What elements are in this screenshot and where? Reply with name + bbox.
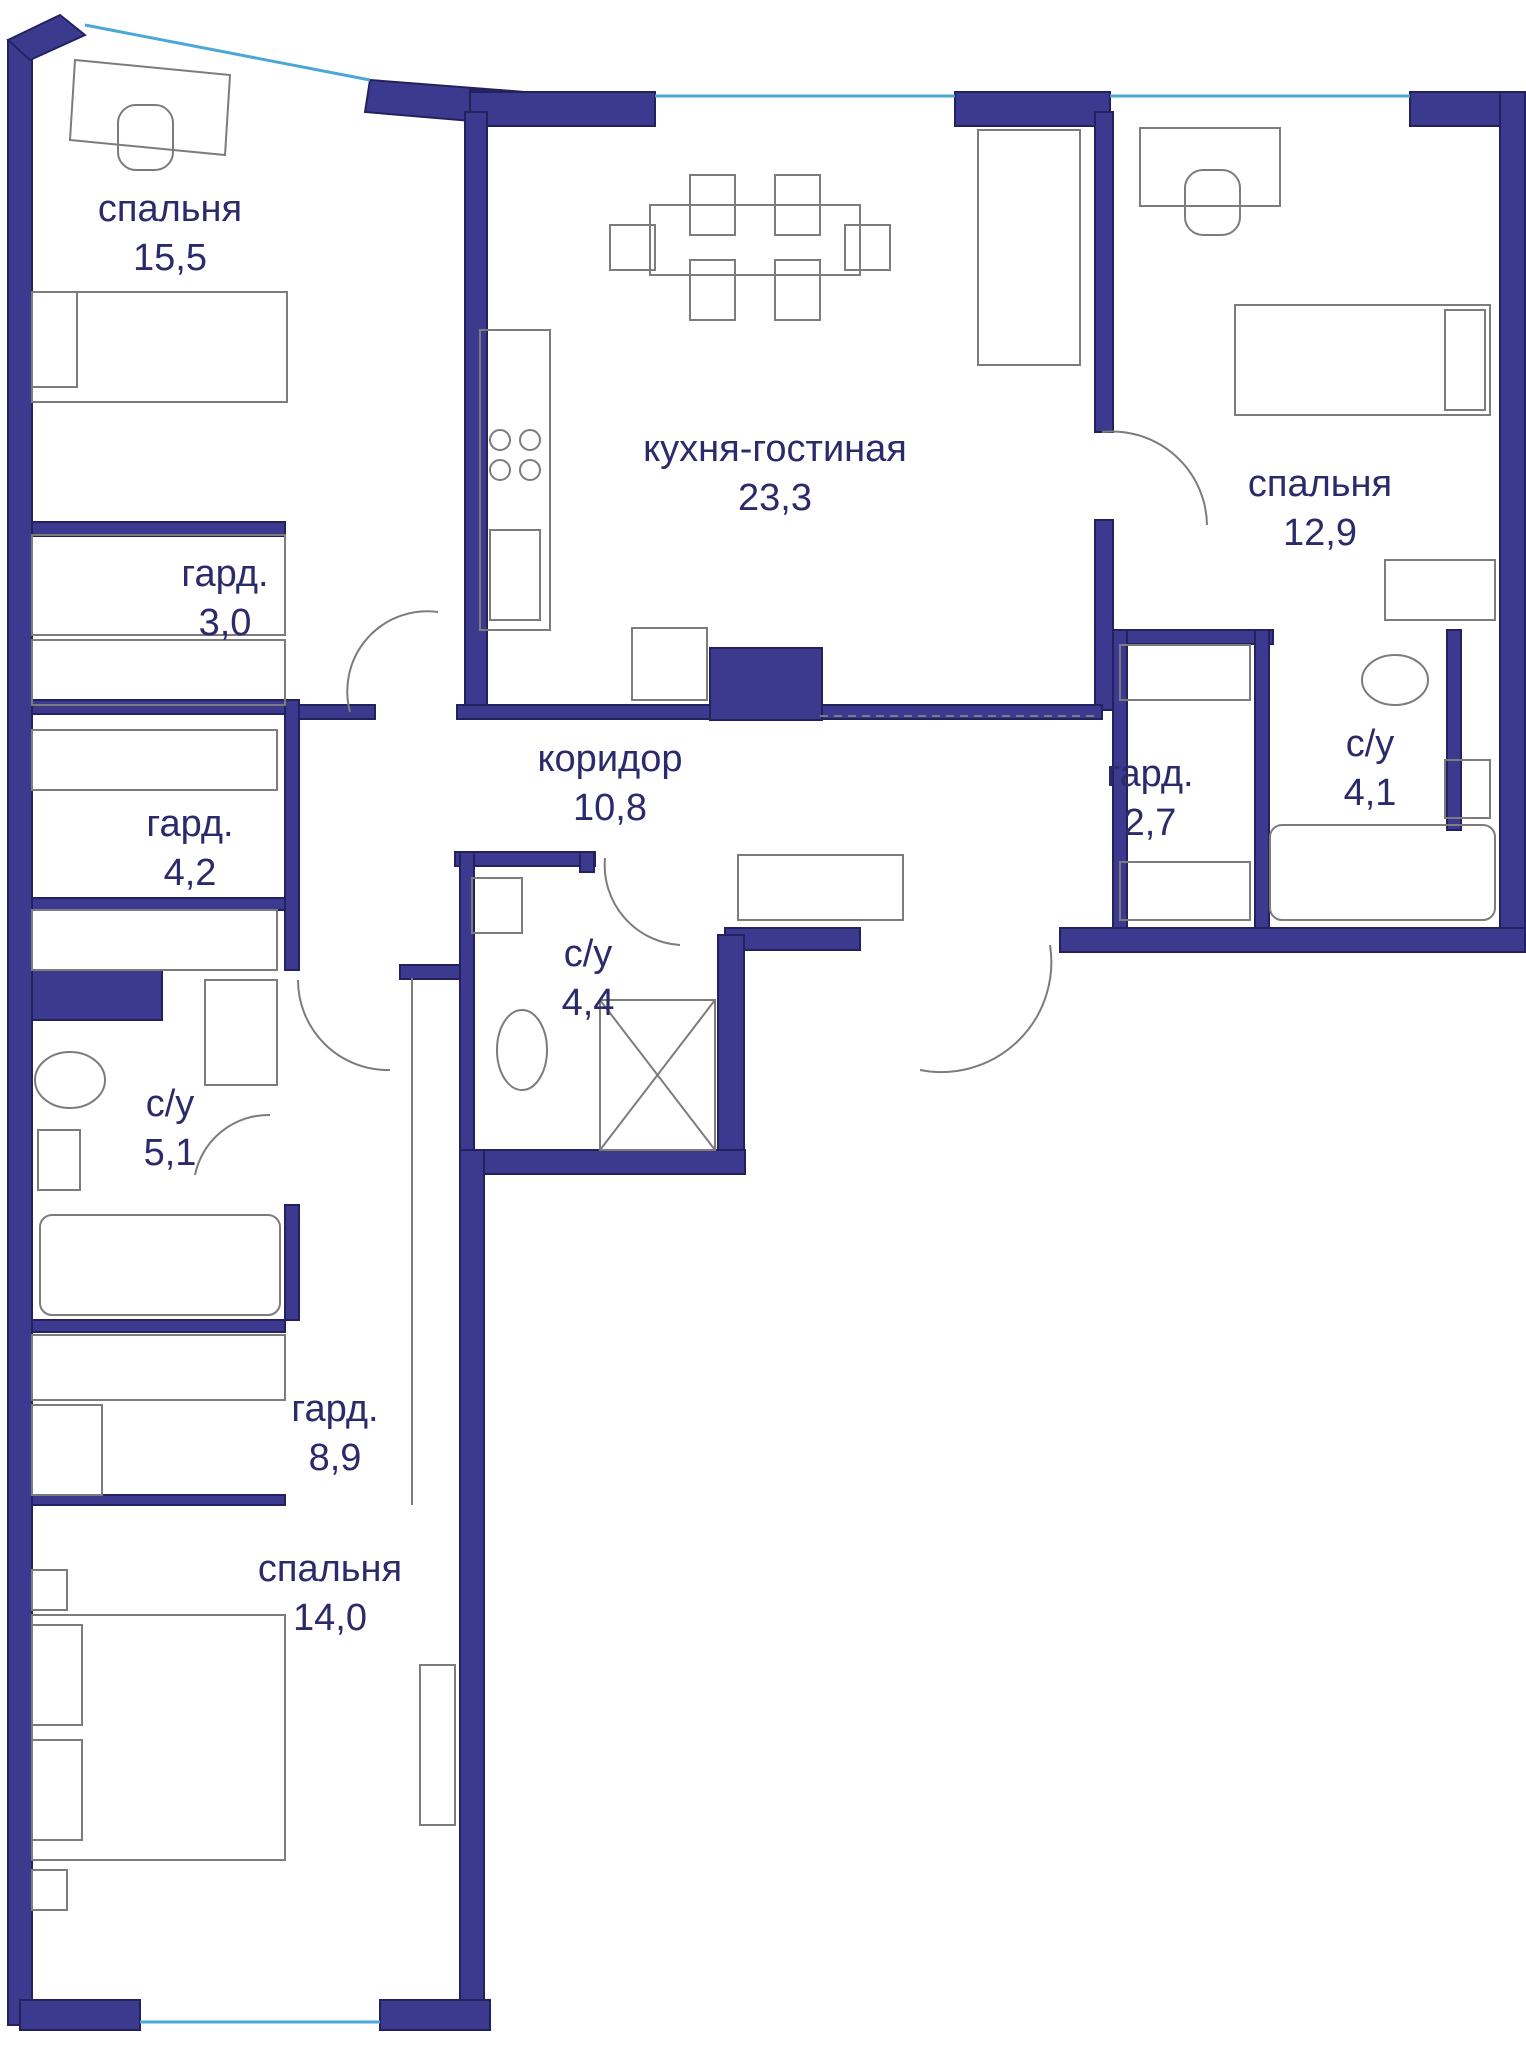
fixtures [31, 23, 1496, 2024]
room-area: 10,8 [573, 787, 647, 830]
room-label-bathroom-3: с/у 5,1 [100, 1080, 240, 1179]
room-label-kitchen-living: кухня-гостиная 23,3 [600, 425, 950, 524]
room-area: 8,9 [308, 1437, 362, 1480]
room-name: гард. [291, 1388, 379, 1430]
room-name: коридор [537, 738, 683, 780]
room-label-wardrobe-1: гард. 3,0 [140, 550, 310, 649]
room-label-bedroom-2: спальня 12,9 [1230, 460, 1410, 559]
walls [6, 13, 1526, 2031]
room-label-bedroom-1: спальня 15,5 [80, 185, 260, 284]
room-area: 3,0 [198, 602, 252, 645]
room-name: спальня [1247, 463, 1393, 505]
room-name: спальня [257, 1548, 403, 1590]
room-label-bathroom-2: с/у 4,4 [518, 930, 658, 1029]
room-area: 4,2 [163, 852, 217, 895]
room-area: 5,1 [143, 1132, 197, 1175]
room-label-wardrobe-3: гард. 2,7 [1075, 750, 1225, 849]
room-name: спальня [97, 188, 243, 230]
room-area: 14,0 [293, 1597, 367, 1640]
room-name: кухня-гостиная [643, 428, 907, 470]
room-area: 12,9 [1283, 512, 1357, 555]
room-name: с/у [1345, 723, 1395, 765]
room-name: с/у [145, 1083, 195, 1125]
room-name: с/у [563, 933, 613, 975]
room-name: гард. [181, 553, 269, 595]
room-area: 23,3 [738, 477, 812, 520]
room-label-bathroom-1: с/у 4,1 [1300, 720, 1440, 819]
room-name: гард. [146, 803, 234, 845]
room-label-wardrobe-2: гард. 4,2 [110, 800, 270, 899]
room-label-corridor: коридор 10,8 [510, 735, 710, 834]
room-label-bedroom-3: спальня 14,0 [240, 1545, 420, 1644]
room-area: 2,7 [1123, 802, 1177, 845]
room-label-wardrobe-4: гард. 8,9 [255, 1385, 415, 1484]
room-area: 15,5 [133, 237, 207, 280]
room-area: 4,1 [1343, 772, 1397, 815]
room-area: 4,4 [561, 982, 615, 1025]
room-name: гард. [1106, 753, 1194, 795]
